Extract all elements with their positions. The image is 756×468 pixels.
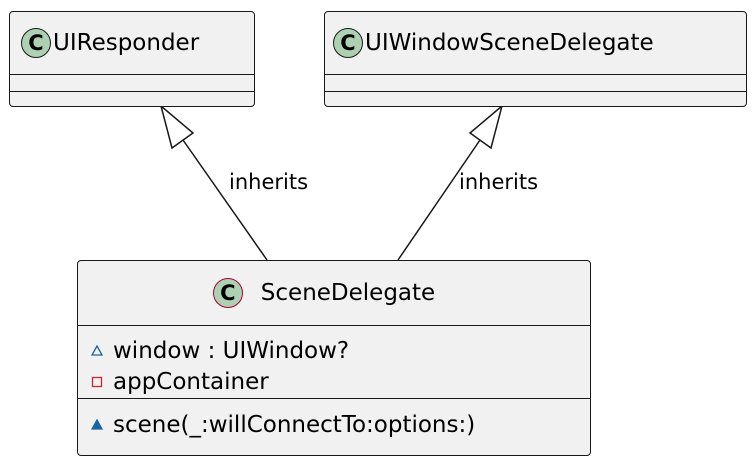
attribute-text: window : UIWindow? — [113, 337, 350, 364]
attribute-row: window : UIWindow? — [78, 335, 590, 366]
private-visibility-icon — [91, 376, 103, 388]
methods-compartment: scene(_:willConnectTo:options:) — [78, 398, 590, 440]
package-visibility-icon — [91, 344, 103, 357]
class-uiresponder[interactable]: C UIResponder — [9, 11, 255, 107]
package-visibility-icon — [91, 418, 103, 431]
class-stereotype-icon: C — [21, 28, 51, 58]
attributes-compartment — [10, 74, 254, 91]
class-header: C SceneDelegate — [78, 261, 590, 325]
methods-compartment — [10, 91, 254, 92]
class-name: UIResponder — [53, 30, 200, 56]
attributes-compartment — [325, 74, 746, 91]
inherits-arrowhead-right — [468, 103, 504, 150]
class-header: C UIResponder — [10, 12, 254, 74]
attributes-compartment: window : UIWindow? appContainer — [78, 325, 590, 398]
class-name: UIWindowSceneDelegate — [365, 30, 654, 56]
methods-compartment — [325, 91, 746, 92]
method-row: scene(_:willConnectTo:options:) — [78, 409, 590, 440]
class-stereotype-icon: C — [212, 278, 243, 308]
class-uiwindowscenedelegate[interactable]: C UIWindowSceneDelegate — [324, 11, 747, 107]
class-header: C UIWindowSceneDelegate — [325, 12, 746, 74]
relation-label-left: inherits — [229, 170, 309, 194]
attribute-text: appContainer — [113, 368, 269, 395]
relation-label-right: inherits — [459, 170, 539, 194]
inherits-arrowhead-left — [159, 103, 195, 150]
class-name: SceneDelegate — [260, 280, 436, 306]
method-text: scene(_:willConnectTo:options:) — [113, 411, 476, 438]
inherits-link-right — [397, 139, 481, 261]
inherits-link-left — [182, 139, 268, 261]
class-scenedelegate[interactable]: C SceneDelegate window : UIWindow? appCo… — [77, 260, 591, 456]
class-stereotype-icon: C — [333, 28, 363, 58]
attribute-row: appContainer — [78, 366, 590, 397]
